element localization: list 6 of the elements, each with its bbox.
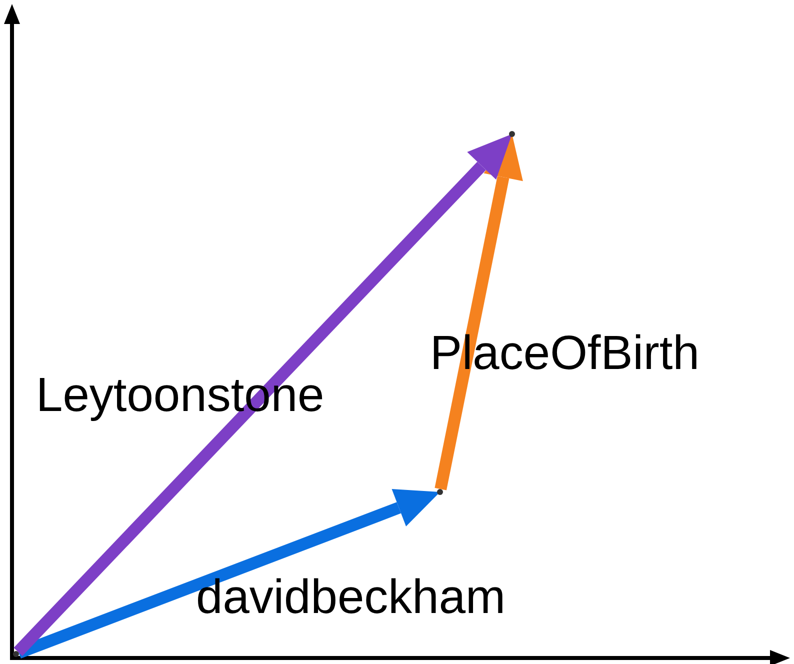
arrow xyxy=(16,489,440,659)
arrow xyxy=(434,134,523,490)
arrow xyxy=(14,134,512,656)
point-marker xyxy=(437,489,443,495)
edge-label: davidbeckham xyxy=(196,574,506,622)
point-marker xyxy=(509,131,515,137)
